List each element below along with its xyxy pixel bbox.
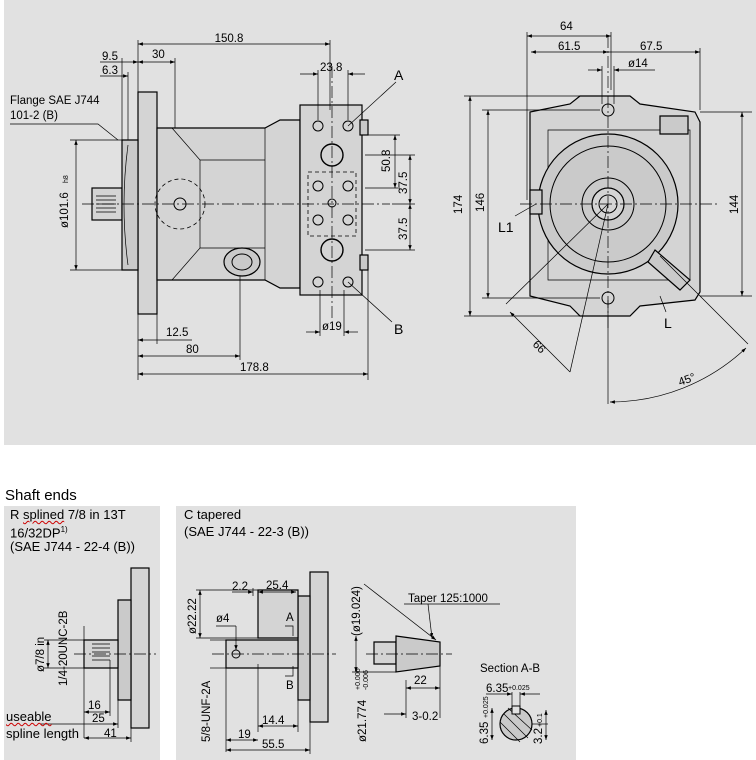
r-splined-suffix: 7/8 in 13T bbox=[64, 507, 126, 522]
r-useable-word: useable bbox=[6, 709, 52, 724]
dim-45: 45° bbox=[677, 372, 697, 389]
r-splined-line3: (SAE J744 - 22-4 (B)) bbox=[10, 539, 135, 554]
mounting-flange bbox=[137, 91, 158, 315]
c-dim-6-35-h: 6.35 bbox=[486, 683, 508, 695]
c-tapered-subtitle: (SAE J744 - 22-3 (B)) bbox=[184, 524, 309, 539]
c-dim-55-5: 55.5 bbox=[262, 739, 284, 751]
dim-pilot-dia: ø101.6 bbox=[59, 192, 71, 228]
c-dim-dia19-024: (ø19.024) bbox=[351, 586, 363, 636]
c-dim-22: 22 bbox=[414, 675, 427, 687]
r-dim-dia-7-8: ø7/8 in bbox=[35, 637, 47, 672]
c-dim-dia4: ø4 bbox=[216, 613, 230, 625]
dim-6-3: 6.3 bbox=[102, 65, 118, 77]
side-view: 150.8 9.5 6.3 30 23.8 Flange SAE J744 10… bbox=[10, 33, 415, 380]
c-tapered-title: C tapered bbox=[184, 507, 242, 522]
c-taper: Taper 125:1000 bbox=[408, 593, 488, 605]
c-dim-2-2: 2.2 bbox=[232, 581, 248, 593]
port-l-label: L bbox=[664, 315, 672, 331]
dim-178-8: 178.8 bbox=[240, 362, 269, 374]
r-dim-thread: 1/4-20UNC-2B bbox=[58, 610, 70, 686]
r-dim-16: 16 bbox=[88, 700, 101, 712]
dim-dia19: ø19 bbox=[322, 321, 342, 333]
r-splined-line2-sup: 1) bbox=[60, 525, 68, 534]
c-dim-14-4: 14.4 bbox=[262, 715, 285, 727]
dim-pilot-tol: h8 bbox=[63, 175, 70, 183]
dim-37-5-lower: 37.5 bbox=[398, 218, 410, 240]
dim-37-5-upper: 37.5 bbox=[398, 172, 410, 194]
dim-50-8: 50.8 bbox=[381, 150, 393, 172]
c-dim-3-2: 3.2 bbox=[533, 728, 545, 744]
dim-12-5: 12.5 bbox=[166, 327, 188, 339]
c-dim-3-2-tol: +0.1 bbox=[537, 713, 544, 727]
port-b-label: B bbox=[394, 321, 403, 337]
r-dim-41: 41 bbox=[104, 728, 117, 740]
port-plate bbox=[299, 104, 363, 296]
c-dim-3-0-2: 3-0.2 bbox=[412, 711, 438, 723]
r-dim-25: 25 bbox=[92, 713, 105, 725]
dim-9-5: 9.5 bbox=[102, 51, 118, 63]
r-splined-line2-text: 16/32DP bbox=[10, 525, 61, 541]
dim-174: 174 bbox=[453, 194, 465, 214]
r-splined-line2: 16/32DP1) bbox=[10, 522, 68, 540]
end-view: 64 61.5 67.5 ø14 174 146 144 66 45 bbox=[453, 21, 752, 404]
r-splined-drawing: ø7/8 in 1/4-20UNC-2B 16 25 41 bbox=[35, 567, 156, 742]
c-dim-dia22-22: ø22.22 bbox=[187, 598, 199, 634]
r-splined-word: splined bbox=[23, 507, 65, 522]
dim-144: 144 bbox=[729, 194, 741, 214]
dim-23-8: 23.8 bbox=[320, 62, 342, 74]
c-dim-19: 19 bbox=[238, 729, 251, 741]
dim-30: 30 bbox=[152, 49, 165, 61]
shaft-ends-heading: Shaft ends bbox=[5, 487, 77, 504]
c-label-b: B bbox=[286, 680, 294, 692]
dim-66: 66 bbox=[530, 339, 548, 357]
dim-overall-top: 150.8 bbox=[215, 33, 244, 45]
c-tapered-drawing: 2.2 25.4 ø22.22 ø4 A B 5/8-UNF-2A 14.4 1… bbox=[187, 571, 548, 754]
c-dim-21-774-tol2: -0.006 bbox=[363, 670, 370, 690]
c-section-ab: Section A-B bbox=[480, 663, 540, 675]
c-dim-6-35-h-tol: +0.025 bbox=[508, 685, 530, 692]
r-splined-prefix: R bbox=[10, 507, 23, 522]
dim-dia14: ø14 bbox=[628, 58, 648, 70]
c-dim-thread: 5/8-UNF-2A bbox=[201, 680, 213, 742]
dim-80: 80 bbox=[186, 344, 199, 356]
dim-67-5: 67.5 bbox=[640, 41, 662, 53]
dim-146: 146 bbox=[475, 193, 487, 212]
flange-label-line2: 101-2 (B) bbox=[10, 110, 58, 122]
flange-label-line1: Flange SAE J744 bbox=[10, 95, 100, 107]
port-a-label: A bbox=[394, 67, 404, 83]
c-dim-25-4: 25.4 bbox=[266, 580, 289, 592]
port-l1-label: L1 bbox=[498, 219, 514, 235]
c-dim-21-774: ø21.774 bbox=[357, 699, 369, 742]
dim-64: 64 bbox=[560, 21, 573, 33]
dim-61-5: 61.5 bbox=[558, 41, 580, 53]
r-splined-line1: R splined 7/8 in 13T bbox=[10, 507, 126, 522]
r-useable-label: useable bbox=[6, 709, 52, 724]
c-dim-21-774-tol1: +0.006 bbox=[355, 668, 362, 690]
c-label-a: A bbox=[286, 612, 294, 624]
c-dim-6-35-v: 6.35 bbox=[479, 722, 491, 744]
r-spline-length-label: spline length bbox=[6, 726, 79, 741]
c-dim-6-35-v-tol: +0.025 bbox=[483, 696, 490, 718]
